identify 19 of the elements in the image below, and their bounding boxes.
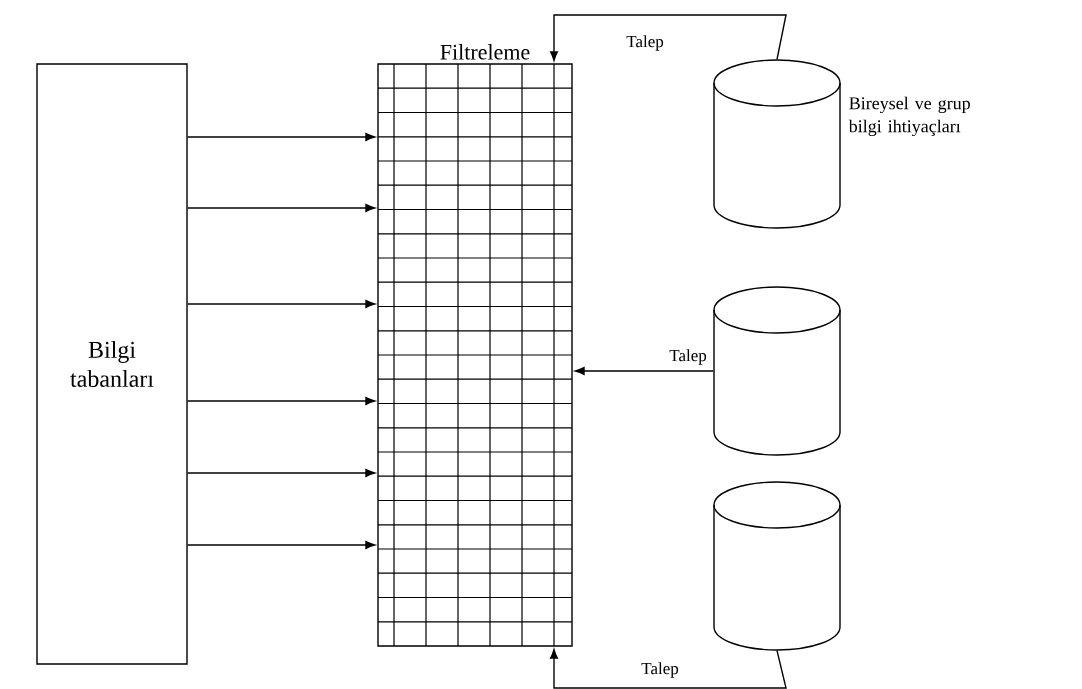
cylinder-shape (713, 59, 841, 229)
cylinder-shape (713, 286, 841, 456)
arrow (550, 14, 787, 62)
arrow (187, 133, 376, 141)
arrow (187, 300, 376, 308)
edge-label: Talep (625, 34, 665, 52)
arrow (187, 397, 376, 405)
arrow (187, 469, 376, 477)
arrow (187, 204, 376, 212)
cylinder-shape (713, 481, 841, 651)
arrow (550, 648, 787, 689)
node-label: Filtreleme (440, 44, 530, 60)
arrow (574, 367, 714, 375)
filter-grid: Filtreleme (377, 44, 573, 647)
edge-label: Talep (640, 661, 680, 679)
arrow (187, 541, 376, 549)
text-box: Bilgi tabanları (36, 63, 188, 665)
edge-label: Talep (668, 348, 708, 366)
side-label: Bireysel ve grup bilgi ihtiyaçları (848, 96, 970, 137)
